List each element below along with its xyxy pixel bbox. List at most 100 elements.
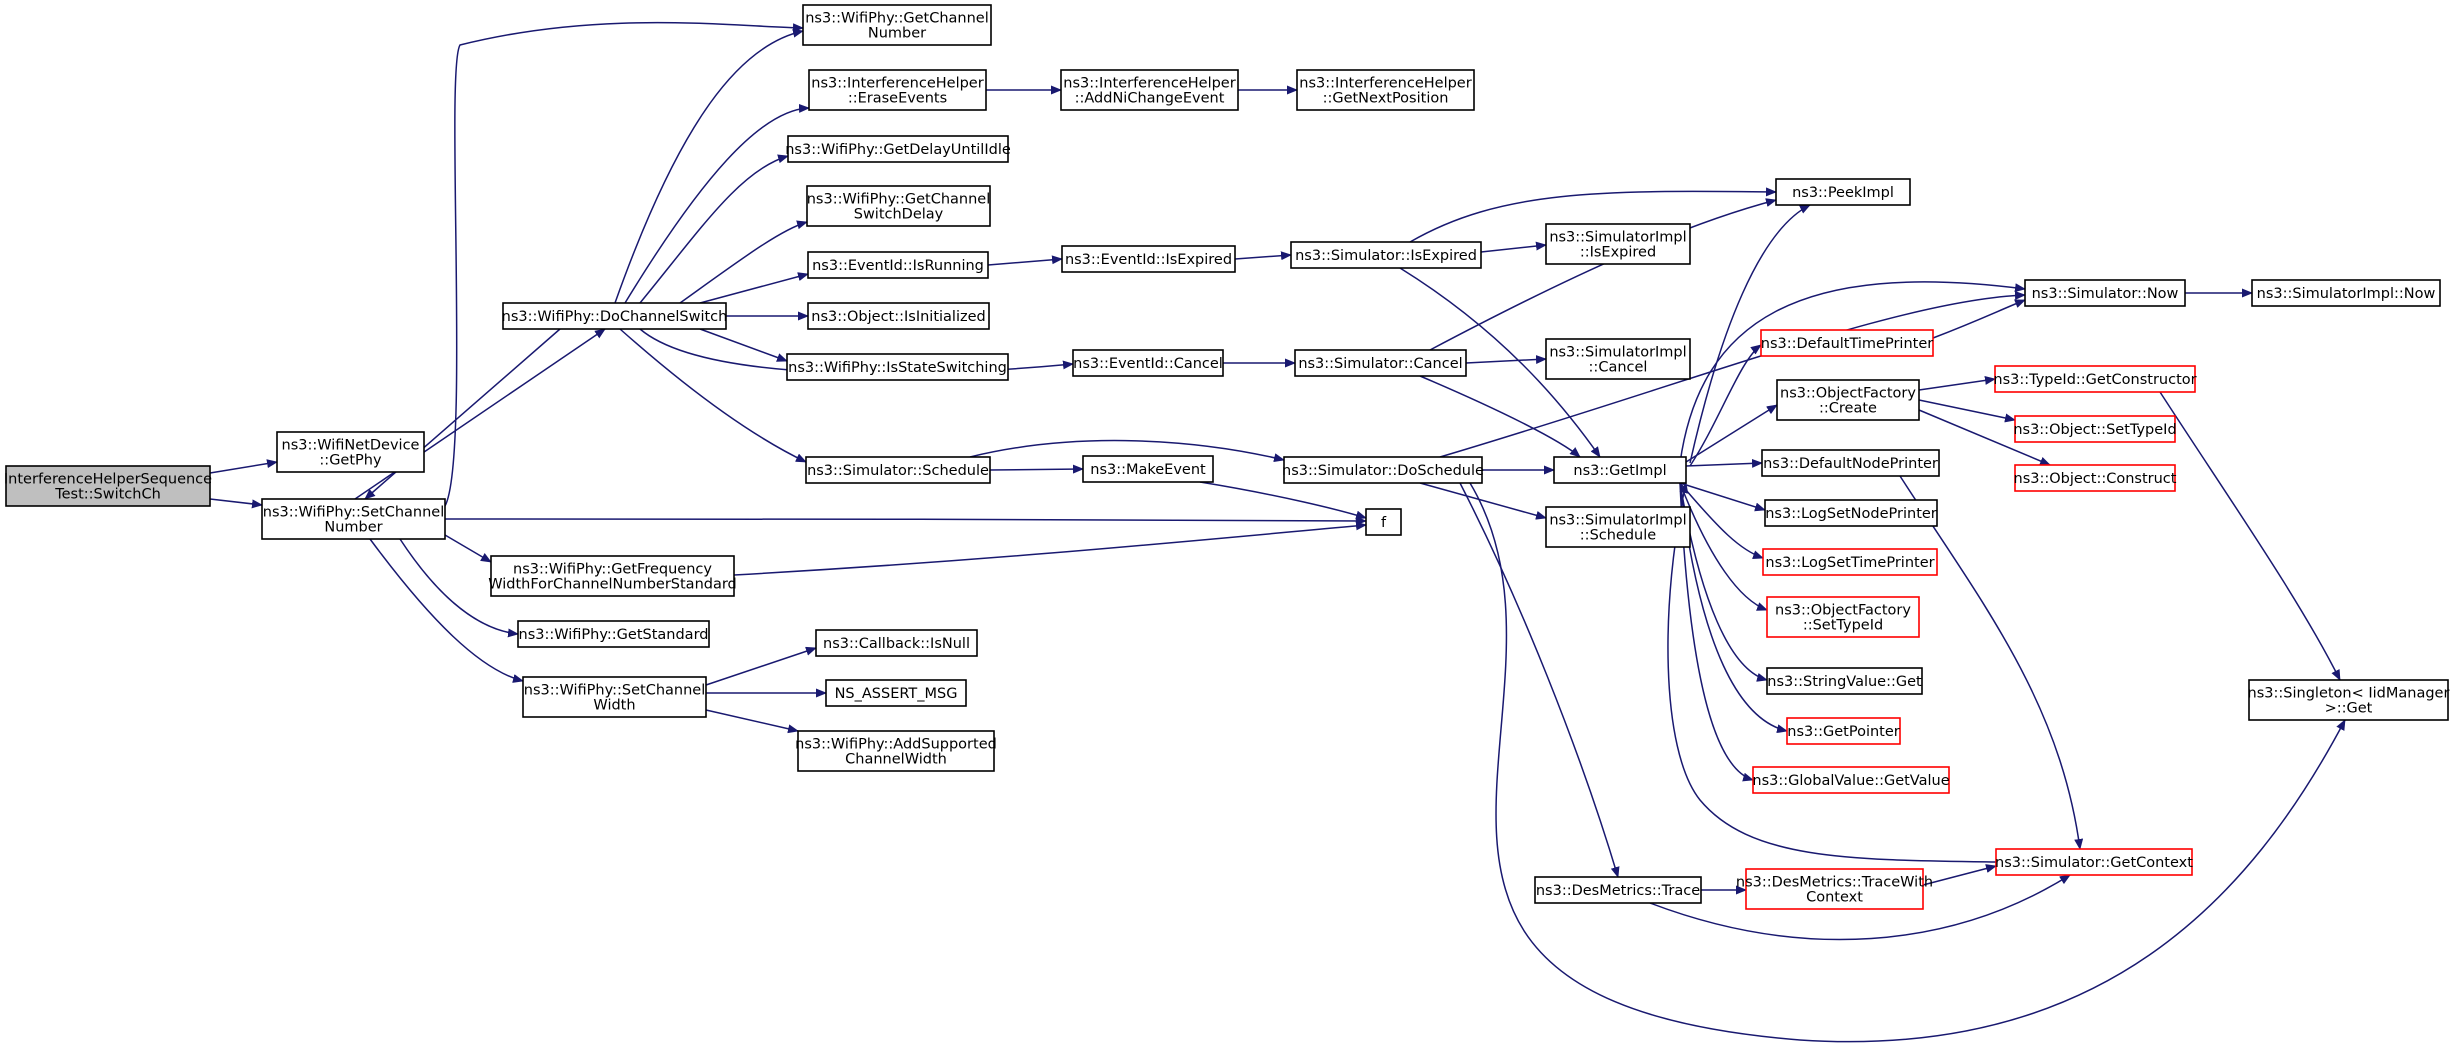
node-label: ns3::WifiPhy::SetChannel — [263, 505, 445, 521]
node-box — [808, 69, 987, 111]
node-label: ns3::InterferenceHelper — [1063, 76, 1235, 92]
node-simgetcontext[interactable]: ns3::Simulator::GetContext — [1995, 848, 2193, 876]
node-singletonget[interactable]: ns3::Singleton< IidManager >::Get — [2248, 679, 2450, 721]
node-objsettypeid[interactable]: ns3::Object::SetTypeId — [2013, 415, 2177, 443]
node-label: ::IsExpired — [1580, 245, 1656, 261]
edge-dochsw-to-setchnum — [364, 328, 561, 500]
node-simimplisexp[interactable]: ns3::SimulatorImpl::IsExpired — [1545, 223, 1691, 265]
node-box — [1760, 329, 1934, 357]
node-objconstruct[interactable]: ns3::Object::Construct — [2014, 464, 2177, 492]
node-peekimpl[interactable]: ns3::PeekImpl — [1775, 178, 1911, 206]
node-box — [1994, 365, 2196, 393]
node-box — [1290, 241, 1482, 269]
node-label: Width — [593, 698, 635, 714]
edge-setchnum-to-f — [444, 516, 1367, 526]
edge-dochsw-to-getchnum — [614, 28, 804, 304]
node-box — [1775, 178, 1911, 206]
node-strvalget[interactable]: ns3::StringValue::Get — [1766, 667, 1923, 695]
node-label: NS_ASSERT_MSG — [835, 686, 958, 702]
node-box — [1534, 876, 1702, 904]
node-addni[interactable]: ns3::InterferenceHelper::AddNiChangeEven… — [1060, 69, 1239, 111]
node-logsettime[interactable]: ns3::LogSetTimePrinter — [1762, 548, 1938, 576]
node-isswitching[interactable]: ns3::WifiPhy::IsStateSwitching — [786, 353, 1009, 381]
node-simimplschedule[interactable]: ns3::SimulatorImpl::Schedule — [1545, 506, 1691, 548]
node-simisexp[interactable]: ns3::Simulator::IsExpired — [1290, 241, 1482, 269]
node-simcancel[interactable]: ns3::Simulator::Cancel — [1294, 349, 1467, 377]
node-label: ns3::WifiPhy::AddSupported — [795, 737, 997, 753]
node-label: ::EraseEvents — [848, 91, 947, 107]
node-box — [1766, 596, 1920, 638]
node-defnodeprinter[interactable]: ns3::DefaultNodePrinter — [1761, 449, 1940, 477]
edge-setchnum-to-setchwidth — [369, 538, 524, 683]
node-box — [1762, 548, 1938, 576]
node-isexpired[interactable]: ns3::EventId::IsExpired — [1061, 245, 1236, 273]
node-cancel[interactable]: ns3::EventId::Cancel — [1072, 349, 1224, 377]
node-logsetnode[interactable]: ns3::LogSetNodePrinter — [1764, 499, 1938, 527]
edges — [209, 21, 2346, 1043]
node-globalgetvalue[interactable]: ns3::GlobalValue::GetValue — [1752, 766, 1950, 794]
node-nsassert[interactable]: NS_ASSERT_MSG — [825, 679, 967, 707]
node-desmetricstrace[interactable]: ns3::DesMetrics::Trace — [1534, 876, 1702, 904]
node-simimplcancel[interactable]: ns3::SimulatorImpl::Cancel — [1545, 338, 1691, 380]
edge-simcancel-to-simimplcancel — [1465, 355, 1547, 364]
node-deftimeprinter[interactable]: ns3::DefaultTimePrinter — [1760, 329, 1934, 357]
node-simnow[interactable]: ns3::Simulator::Now — [2024, 279, 2186, 307]
edge-getimpl-to-deftimeprinter — [1689, 344, 1762, 467]
node-box — [2024, 279, 2186, 307]
node-label: ns3::ObjectFactory — [1775, 603, 1911, 619]
node-makeevent[interactable]: ns3::MakeEvent — [1082, 455, 1214, 483]
edge-schedule-to-doschedule — [969, 439, 1285, 463]
edge-setchwidth-to-cbisnull — [705, 646, 817, 686]
node-label: ns3::SimulatorImpl — [1549, 230, 1686, 246]
node-cbisnull[interactable]: ns3::Callback::IsNull — [815, 629, 978, 657]
node-getpointer[interactable]: ns3::GetPointer — [1786, 717, 1901, 745]
node-label: SwitchDelay — [854, 207, 944, 223]
node-getstandard[interactable]: ns3::WifiPhy::GetStandard — [517, 620, 710, 648]
node-box — [807, 251, 989, 279]
node-getnext[interactable]: ns3::InterferenceHelper::GetNextPosition — [1296, 69, 1475, 111]
node-label: ns3::StringValue::Get — [1767, 674, 1922, 690]
node-typeidgetctor[interactable]: ns3::TypeId::GetConstructor — [1993, 365, 2197, 393]
node-isrunning[interactable]: ns3::EventId::IsRunning — [807, 251, 989, 279]
node-label: ns3::Callback::IsNull — [823, 636, 970, 652]
edge-isexpired-to-simisexp — [1234, 251, 1292, 261]
node-box — [825, 679, 967, 707]
node-label: ns3::WifiPhy::SetChannel — [524, 683, 706, 699]
node-label: ::GetPhy — [319, 453, 382, 469]
node-schedule[interactable]: ns3::Simulator::Schedule — [805, 456, 991, 484]
edge-dochsw-to-delayidle — [639, 154, 789, 304]
node-label: ns3::WifiPhy::GetDelayUntilIdle — [785, 142, 1011, 158]
node-doschedule[interactable]: ns3::Simulator::DoSchedule — [1282, 456, 1484, 484]
edge-desmetricstrace-to-simgetcontext — [1649, 874, 2071, 941]
node-box — [805, 456, 991, 484]
node-objfactsettypeid[interactable]: ns3::ObjectFactory::SetTypeId — [1766, 596, 1920, 638]
node-getphy[interactable]: ns3::WifiNetDevice::GetPhy — [276, 431, 425, 473]
node-label: ::Schedule — [1580, 528, 1656, 544]
node-dochsw[interactable]: ns3::WifiPhy::DoChannelSwitch — [502, 302, 728, 330]
node-box — [1061, 245, 1236, 273]
node-label: ns3::LogSetTimePrinter — [1765, 555, 1934, 571]
node-objfactcreate[interactable]: ns3::ObjectFactory::Create — [1776, 379, 1920, 421]
edge-setchnum-to-getfreqwidth — [444, 534, 492, 563]
node-f[interactable]: f — [1365, 508, 1402, 536]
node-label: ns3::WifiPhy::DoChannelSwitch — [502, 309, 728, 325]
node-label: ns3::EventId::IsRunning — [812, 258, 984, 274]
nodes: InterferenceHelperSequenceTest::SwitchCh… — [4, 4, 2450, 910]
node-box — [1752, 766, 1950, 794]
node-label: ns3::InterferenceHelper — [1299, 76, 1471, 92]
node-getimpl[interactable]: ns3::GetImpl — [1553, 456, 1687, 484]
node-getfreqwidth[interactable]: ns3::WifiPhy::GetFrequencyWidthForChanne… — [488, 555, 737, 597]
edge-getimpl-to-objfactcreate — [1685, 404, 1778, 463]
node-delayidle[interactable]: ns3::WifiPhy::GetDelayUntilIdle — [785, 135, 1011, 163]
node-erase[interactable]: ns3::InterferenceHelper::EraseEvents — [808, 69, 987, 111]
node-box — [787, 135, 1009, 163]
node-isinit[interactable]: ns3::Object::IsInitialized — [807, 302, 990, 330]
node-simimplnow[interactable]: ns3::SimulatorImpl::Now — [2251, 279, 2441, 307]
